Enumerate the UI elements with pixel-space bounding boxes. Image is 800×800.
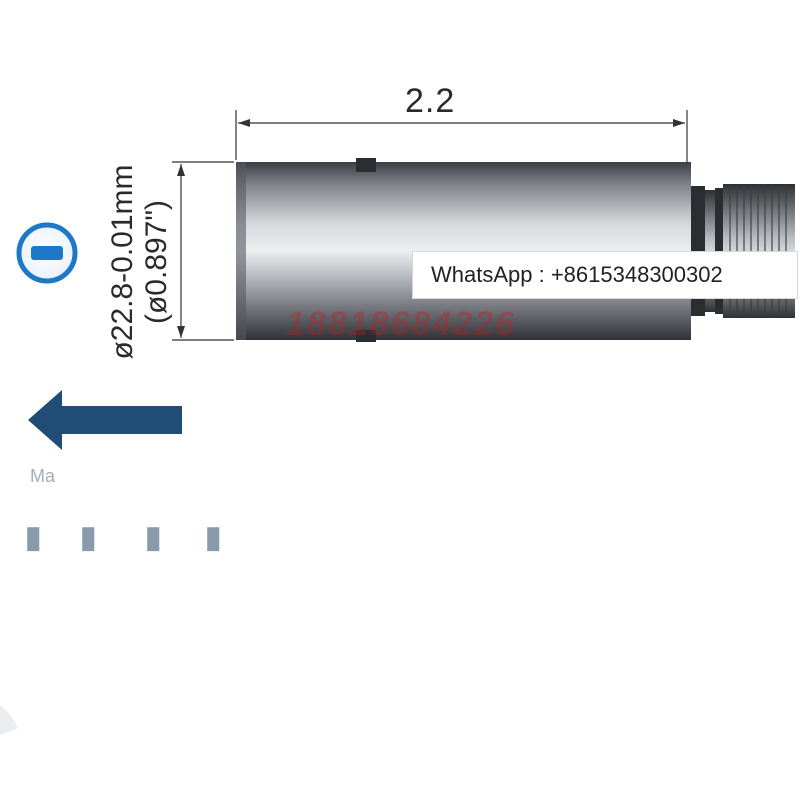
info-circle-icon [16, 222, 78, 284]
faded-glyph: ▮ [205, 521, 222, 554]
phone-watermark: 18818684226 [286, 305, 517, 343]
diameter-in-label: (ø0.897") [140, 199, 173, 325]
faded-glyph: ▮ [145, 521, 162, 554]
faded-glyph: ▮ [80, 521, 97, 554]
faded-caption-row: ▮ ▮ ▮ ▮ [25, 520, 255, 570]
length-dimension-label: 2.2 [405, 82, 456, 120]
edge-smear [0, 705, 18, 735]
diameter-dimension-label: ø22.8-0.01mm (ø0.897") [100, 150, 180, 359]
faded-glyph: ▮ [25, 521, 42, 554]
left-arrow-icon [28, 390, 182, 450]
diameter-dimension-line [172, 161, 234, 341]
whatsapp-contact-banner[interactable]: WhatsApp : +8615348300302 [412, 251, 798, 299]
caption-label: Ma [30, 466, 56, 486]
diameter-mm-label: ø22.8-0.01mm [106, 164, 139, 360]
